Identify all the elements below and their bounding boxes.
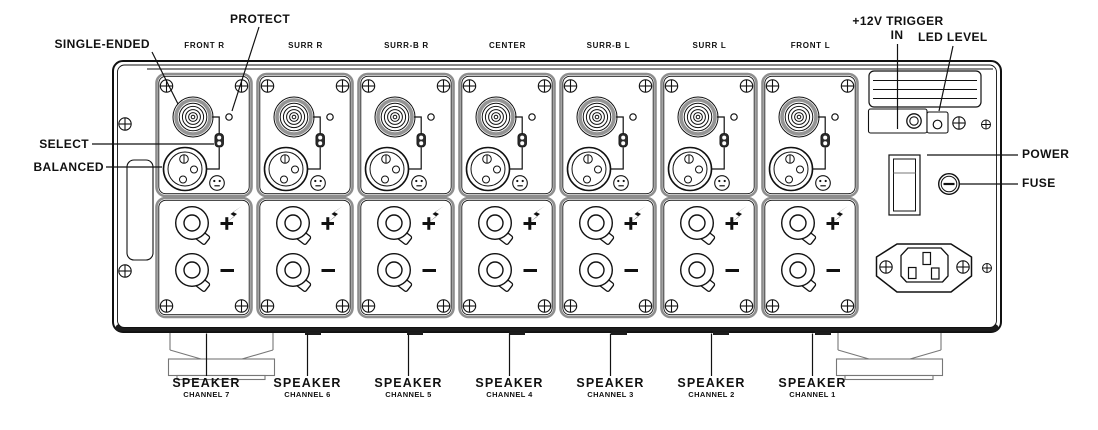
channel-number: CHANNEL 3 <box>587 390 634 399</box>
speaker-channel-label: SPEAKER CHANNEL 7 <box>156 377 257 400</box>
channel-position-label: SURR-B L <box>586 41 631 50</box>
fuse-label: FUSE <box>1022 176 1056 190</box>
channel-position-label: FRONT R <box>184 41 225 50</box>
channel-position-label: FRONT L <box>790 41 831 50</box>
right-foot <box>835 333 944 381</box>
trigger-input-jack-center <box>909 116 919 126</box>
leader-lines <box>92 26 1018 376</box>
led-level-label: LED LEVEL <box>918 30 988 44</box>
channel-module-2 <box>662 74 757 317</box>
protect-label: PROTECT <box>230 12 291 26</box>
speaker-channel-label: SPEAKER CHANNEL 3 <box>560 377 661 400</box>
speaker-word: SPEAKER <box>778 376 847 390</box>
channel-module-6 <box>258 74 353 317</box>
channel-module-4 <box>460 74 555 317</box>
iec-power-inlet-icon[interactable] <box>875 243 973 293</box>
speaker-channel-label: SPEAKER CHANNEL 2 <box>661 377 762 400</box>
channel-number: CHANNEL 6 <box>284 390 331 399</box>
channel-number: CHANNEL 4 <box>486 390 533 399</box>
led-level-trimmer[interactable] <box>932 119 943 130</box>
led-level-leader <box>938 45 954 112</box>
channel-position-label: SURR L <box>692 41 727 50</box>
channel-module-5 <box>359 74 454 317</box>
select-label: SELECT <box>39 137 89 151</box>
vent-slots-icon <box>873 80 977 99</box>
speaker-word: SPEAKER <box>374 376 443 390</box>
channel-module-7 <box>157 74 252 317</box>
fuse-holder-cap <box>940 175 958 193</box>
speaker-word: SPEAKER <box>273 376 342 390</box>
power-switch[interactable] <box>893 158 916 212</box>
channel-number: CHANNEL 5 <box>385 390 432 399</box>
speaker-channel-label: SPEAKER CHANNEL 1 <box>762 377 863 400</box>
speaker-channel-label: SPEAKER CHANNEL 4 <box>459 377 560 400</box>
speaker-word: SPEAKER <box>576 376 645 390</box>
single-ended-leader <box>151 51 179 105</box>
balanced-label: BALANCED <box>33 160 104 174</box>
channel-module-1 <box>763 74 858 317</box>
speaker-word: SPEAKER <box>475 376 544 390</box>
speaker-word: SPEAKER <box>677 376 746 390</box>
channel-position-label: SURR-B R <box>384 41 429 50</box>
speaker-word: SPEAKER <box>172 376 241 390</box>
channel-number: CHANNEL 1 <box>789 390 836 399</box>
speaker-channel-label: SPEAKER CHANNEL 6 <box>257 377 358 400</box>
power-label: POWER <box>1022 147 1070 161</box>
channel-module-3 <box>561 74 656 317</box>
channel-position-label: CENTER <box>488 41 527 50</box>
protect-leader <box>231 26 260 112</box>
trigger-in-label-line2: IN <box>890 28 904 42</box>
left-foot <box>167 333 276 381</box>
side-handle-slot <box>126 159 154 261</box>
channel-position-label: SURR R <box>288 41 323 50</box>
trigger-input-jack[interactable] <box>906 113 922 129</box>
single-ended-label: SINGLE-ENDED <box>54 37 150 51</box>
chassis-bottom-tabs <box>305 331 831 335</box>
channel-number: CHANNEL 2 <box>688 390 735 399</box>
trigger-in-label-line1: +12V TRIGGER <box>852 14 944 28</box>
speaker-channel-label: SPEAKER CHANNEL 5 <box>358 377 459 400</box>
channel-number: CHANNEL 7 <box>183 390 230 399</box>
